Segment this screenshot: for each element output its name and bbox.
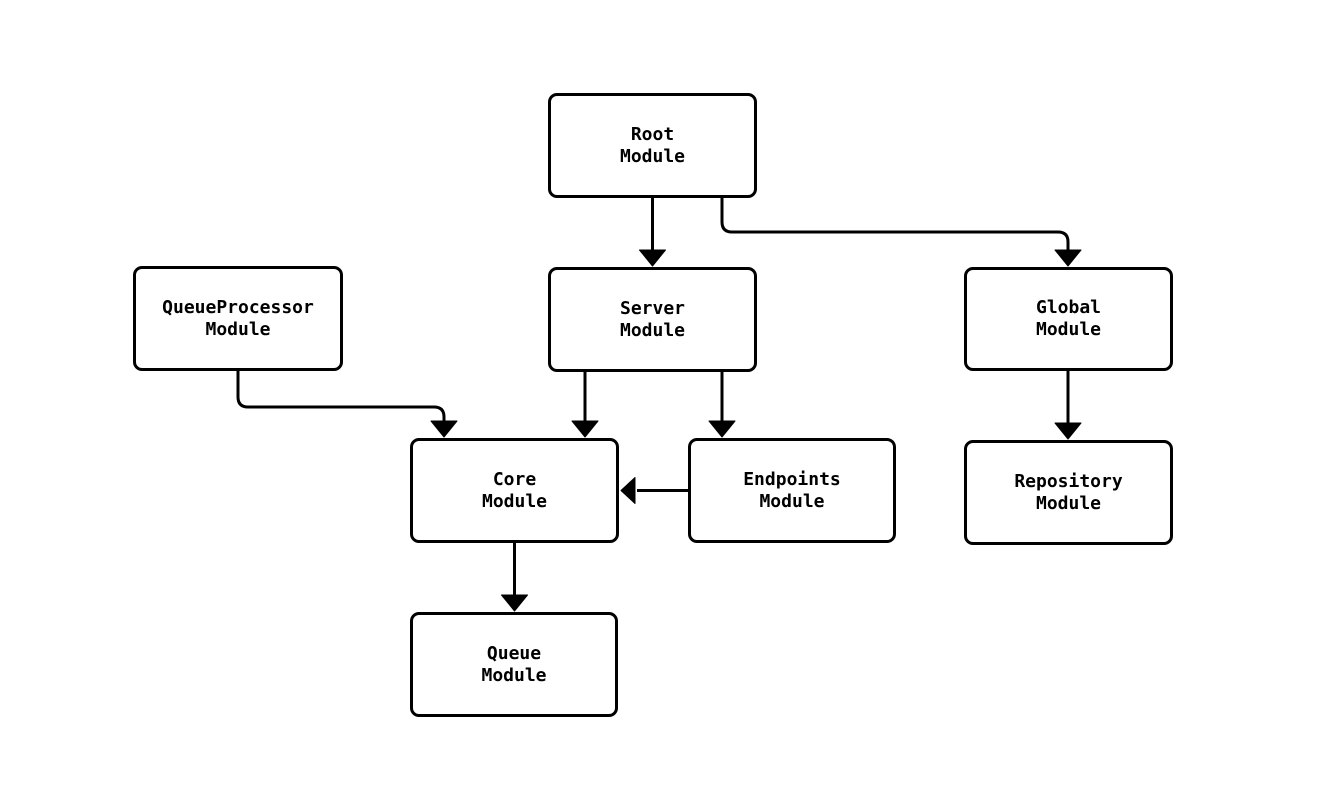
edge-root-to-global bbox=[720, 198, 1082, 267]
node-server-module[interactable]: Server Module bbox=[548, 267, 757, 372]
edge-server-to-endpoints bbox=[708, 372, 736, 438]
node-endpoints-module[interactable]: Endpoints Module bbox=[688, 438, 896, 543]
edge-core-to-queue bbox=[501, 543, 528, 612]
node-root-module[interactable]: Root Module bbox=[548, 93, 757, 198]
node-core-module[interactable]: Core Module bbox=[410, 438, 619, 543]
edge-root-to-server bbox=[639, 198, 666, 267]
edge-global-to-repository bbox=[1054, 371, 1082, 440]
node-queue-module[interactable]: Queue Module bbox=[410, 612, 618, 717]
node-global-module[interactable]: Global Module bbox=[964, 267, 1173, 371]
edge-server-to-core bbox=[571, 372, 599, 438]
edge-queueprocessor-to-core bbox=[236, 371, 458, 438]
node-repository-module[interactable]: Repository Module bbox=[964, 440, 1173, 545]
edge-endpoints-to-core bbox=[620, 477, 688, 504]
node-queueprocessor-module[interactable]: QueueProcessor Module bbox=[133, 266, 343, 371]
